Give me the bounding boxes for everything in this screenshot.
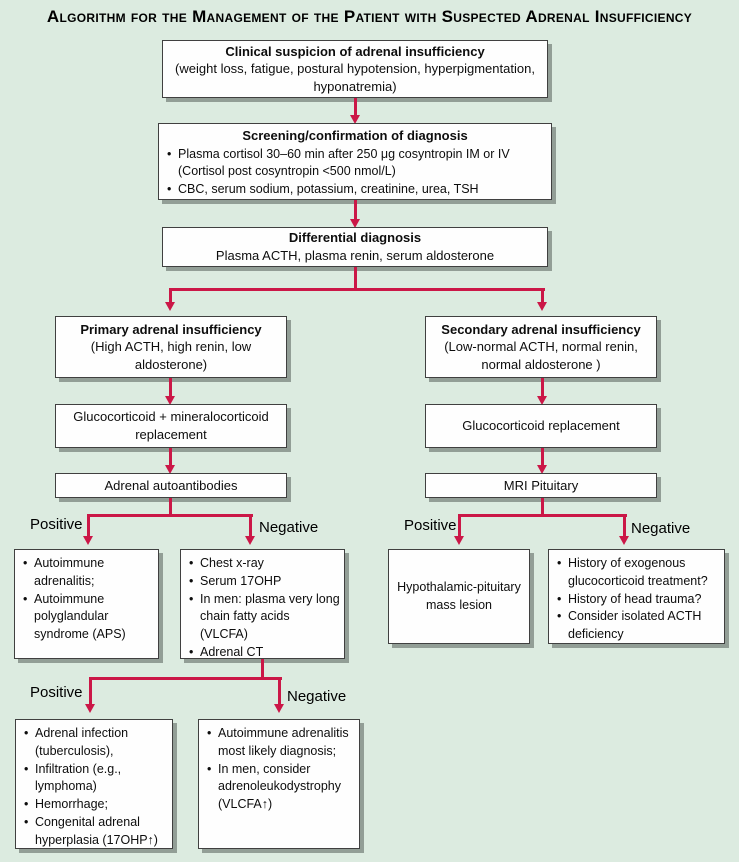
page-title: Algorithm for the Management of the Pati… [46, 7, 693, 26]
connector-mri-stem [541, 498, 544, 517]
connector-autoantibodies-negative [249, 514, 252, 536]
arrowhead-secondary-to-treatment [537, 396, 547, 405]
connector-workup-stem [261, 659, 264, 680]
node-detail: (weight loss, fatigue, postural hypotens… [175, 61, 535, 94]
arrowhead-mri-negative [619, 536, 629, 545]
arrowhead-screening-to-differential [350, 219, 360, 228]
label-positive: Positive [30, 516, 83, 533]
connector-differential-stem [354, 267, 357, 290]
bullet: History of head trauma? [556, 591, 720, 609]
connector-autoantibodies-positive [87, 514, 90, 536]
bullet: Consider isolated ACTH deficiency [556, 608, 720, 644]
arrowhead-mri-positive [454, 536, 464, 545]
label-positive: Positive [30, 684, 83, 701]
node-text: Adrenal autoantibodies [104, 477, 238, 493]
node-adrenal-autoantibodies: Adrenal autoantibodies [55, 473, 287, 498]
bullet: Infiltration (e.g., lymphoma) [23, 761, 168, 797]
node-detail: (Low-normal ACTH, normal renin, normal a… [444, 339, 638, 372]
node-autoimmune-positive: Autoimmune adrenalitis; Autoimmune polyg… [14, 549, 159, 659]
arrow-clinical-to-screening [354, 98, 357, 115]
bullet: Autoimmune adrenalitis; [22, 555, 154, 591]
arrow-secondary-to-treatment [541, 378, 544, 396]
node-workup-negative-result: Autoimmune adrenalitis most likely diagn… [198, 719, 360, 849]
node-mri-pituitary: MRI Pituitary [425, 473, 657, 498]
bullet: Hemorrhage; [23, 796, 168, 814]
screening-bullet: Plasma cortisol 30–60 min after 250 μg c… [166, 146, 547, 164]
connector-workup-positive [89, 677, 92, 704]
node-heading: Secondary adrenal insufficiency [441, 321, 641, 337]
node-differential: Differential diagnosis Plasma ACTH, plas… [162, 227, 548, 267]
bullet: Congenital adrenal hyperplasia (17OHP↑) [23, 814, 168, 850]
connector-workup-negative [278, 677, 281, 704]
arrow-screening-to-differential [354, 200, 357, 219]
node-detail: Plasma ACTH, plasma renin, serum aldoste… [215, 248, 495, 263]
arrowhead-clinical-to-screening [350, 115, 360, 124]
arrow-primary-to-treatment [169, 378, 172, 396]
connector-mri-positive [458, 514, 461, 536]
connector-mri-negative [623, 514, 626, 536]
label-positive: Positive [404, 517, 457, 534]
bullet: In men, consider adrenoleukodystrophy (V… [206, 761, 355, 814]
label-negative: Negative [259, 519, 319, 536]
node-clinical-suspicion: Clinical suspicion of adrenal insufficie… [162, 40, 548, 98]
node-screening: Screening/confirmation of diagnosis Plas… [158, 123, 552, 200]
node-text: Hypothalamic-pituitary mass lesion [397, 579, 521, 612]
arrowhead-workup-negative [274, 704, 284, 713]
connector-workup-branch [89, 677, 282, 680]
arrowhead-workup-positive [85, 704, 95, 713]
node-text: Glucocorticoid + mineralocorticoid repla… [73, 409, 269, 442]
connector-mri-branch [458, 514, 627, 517]
label-negative: Negative [287, 688, 347, 705]
screening-bullet: CBC, serum sodium, potassium, creatinine… [166, 181, 547, 199]
connector-to-primary [169, 288, 172, 302]
node-text: Glucocorticoid replacement [462, 418, 620, 434]
node-text: MRI Pituitary [503, 477, 579, 493]
arrowhead-to-autoantibodies [165, 465, 175, 474]
bullet: Autoimmune polyglandular syndrome (APS) [22, 591, 154, 644]
connector-to-secondary [541, 288, 544, 302]
arrowhead-primary-to-treatment [165, 396, 175, 405]
arrow-to-autoantibodies [169, 448, 172, 465]
bullet: Autoimmune adrenalitis most likely diagn… [206, 725, 355, 761]
screening-bullet-sub: (Cortisol post cosyntropin <500 nmol/L) [178, 164, 396, 179]
connector-autoantibodies-stem [169, 498, 172, 517]
arrowhead-autoantibodies-negative [245, 536, 255, 545]
node-heading: Clinical suspicion of adrenal insufficie… [225, 43, 485, 59]
node-workup-positive-result: Adrenal infection (tuberculosis), Infilt… [15, 719, 173, 849]
node-primary-treatment: Glucocorticoid + mineralocorticoid repla… [55, 404, 287, 448]
bullet: Adrenal CT [188, 644, 340, 662]
connector-autoantibodies-branch [87, 514, 253, 517]
bullet: History of exogenous glucocorticoid trea… [556, 555, 720, 591]
label-negative: Negative [631, 520, 691, 537]
bullet: Serum 17OHP [188, 573, 340, 591]
node-secondary: Secondary adrenal insufficiency (Low-nor… [425, 316, 657, 378]
node-heading: Primary adrenal insufficiency [80, 321, 262, 337]
node-hypothalamic-lesion: Hypothalamic-pituitary mass lesion [388, 549, 530, 644]
arrowhead-to-mri [537, 465, 547, 474]
node-workup-negative: Chest x-ray Serum 17OHP In men: plasma v… [180, 549, 345, 662]
connector-main-branch [169, 288, 545, 291]
node-heading: Screening/confirmation of diagnosis [242, 128, 468, 143]
node-detail: (High ACTH, high renin, low aldosterone) [90, 339, 252, 372]
arrowhead-to-primary [165, 302, 175, 311]
bullet: Chest x-ray [188, 555, 340, 573]
node-secondary-treatment: Glucocorticoid replacement [425, 404, 657, 448]
bullet: In men: plasma very long chain fatty aci… [188, 591, 340, 644]
arrowhead-autoantibodies-positive [83, 536, 93, 545]
arrow-to-mri [541, 448, 544, 465]
bullet: Adrenal infection (tuberculosis), [23, 725, 168, 761]
node-heading: Differential diagnosis [288, 230, 422, 246]
node-secondary-negative: History of exogenous glucocorticoid trea… [548, 549, 725, 644]
arrowhead-to-secondary [537, 302, 547, 311]
node-primary: Primary adrenal insufficiency (High ACTH… [55, 316, 287, 378]
